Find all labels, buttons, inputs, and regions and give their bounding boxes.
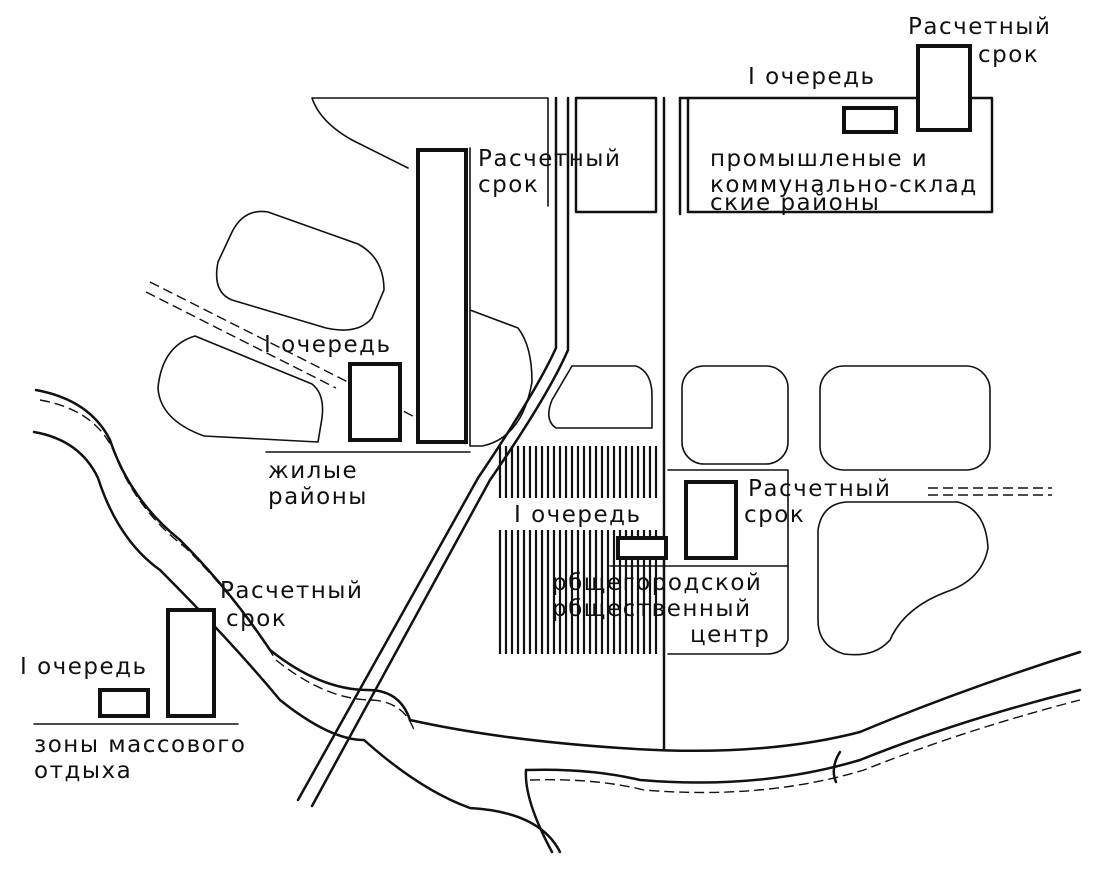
main-road-diagonal-2 — [310, 96, 570, 808]
labels: Расчетный срок I очередь жилые районы Ра… — [20, 14, 1051, 784]
railways — [145, 281, 1052, 496]
civic-center-label-3: центр — [690, 622, 770, 648]
civic-center-hatch — [498, 446, 658, 654]
river-inlet — [524, 768, 554, 854]
river-bank-north — [34, 388, 1082, 752]
center-first-stage-bar — [616, 536, 668, 560]
nw-future-label-1: Расчетный — [478, 146, 621, 172]
residential-area — [157, 97, 549, 453]
residential-sector-main — [311, 97, 549, 447]
block-east-1 — [681, 365, 789, 465]
river-bank-north-2 — [39, 399, 415, 731]
central-block-top — [574, 96, 658, 214]
industrial-label-1: промышленые и — [710, 146, 928, 172]
sw-first-stage-bar — [98, 688, 150, 718]
sw-future-label-2: срок — [226, 606, 287, 632]
ne-future-label-2: срок — [978, 42, 1039, 68]
residential-block-bottom — [157, 335, 324, 443]
railway-west-2 — [145, 291, 337, 389]
river — [32, 388, 1082, 854]
railway-west — [149, 281, 471, 447]
nw-design-term-bar — [416, 148, 468, 444]
nw-future-label-2: срок — [478, 172, 539, 198]
recreation-label-2: отдыха — [34, 758, 132, 784]
center-future-label-1: Расчетный — [748, 476, 891, 502]
industrial-label-2: коммунально-склад — [710, 172, 978, 198]
eastern-blocks — [548, 365, 991, 656]
river-bank-south-3 — [529, 699, 1081, 794]
nw-first-stage-label: I очередь — [264, 332, 392, 358]
ne-first-stage-bar — [842, 106, 898, 134]
nw-first-stage-bar — [348, 362, 402, 442]
sw-future-label-1: Расчетный — [220, 578, 363, 604]
block-east-2 — [819, 365, 991, 471]
road-network — [296, 96, 994, 808]
industrial-district — [678, 96, 994, 214]
residential-label-1: жилые — [268, 458, 358, 484]
stage-bars — [33, 44, 972, 725]
sw-design-term-bar — [166, 608, 216, 718]
block-east-3 — [817, 501, 989, 656]
residential-block-top — [215, 210, 385, 331]
ne-future-label-1: Расчетный — [908, 14, 1051, 40]
river-bank-south-2 — [524, 688, 1082, 784]
recreation-label-1: зоны массового — [34, 732, 246, 758]
civic-center-outline — [667, 469, 789, 655]
main-road-diagonal — [296, 96, 558, 802]
center-first-stage-label: I очередь — [514, 502, 642, 528]
ne-design-term-bar — [916, 44, 972, 132]
river-bank-south — [32, 430, 562, 854]
block-center-north — [548, 365, 653, 429]
center-design-term-bar — [684, 480, 738, 560]
river-marker — [832, 750, 842, 784]
civic-center-label-1: рбщегородской — [552, 570, 762, 596]
center-future-label-2: срок — [744, 502, 805, 528]
civic-center-label-2: рбщественный — [552, 596, 752, 622]
industrial-label-3: ские районы — [710, 190, 880, 216]
sw-first-stage-label: I очередь — [20, 654, 148, 680]
residential-label-2: районы — [268, 484, 368, 510]
ne-first-stage-label: I очередь — [748, 64, 876, 90]
